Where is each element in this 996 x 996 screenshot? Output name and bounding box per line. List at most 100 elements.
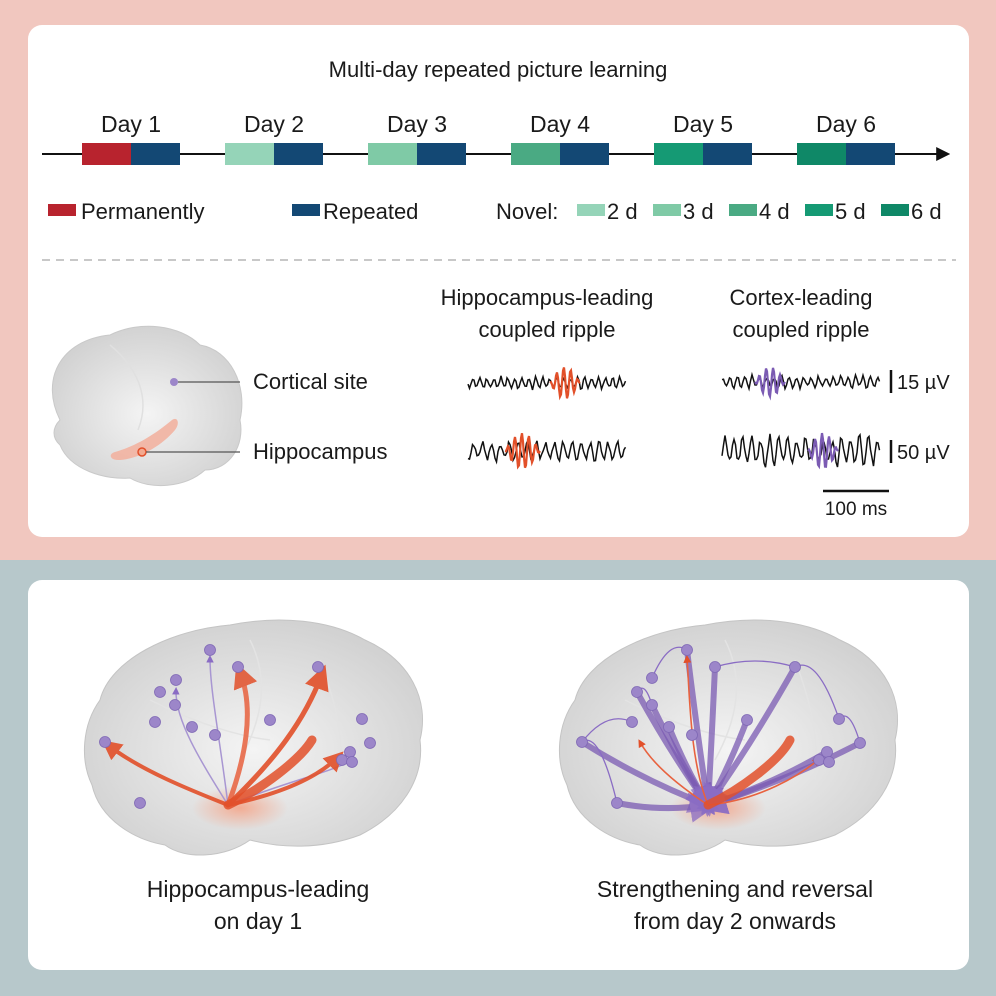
right-node-9 [686,729,698,741]
left-node-11 [356,713,368,725]
right-node-4 [789,661,801,673]
left-orange-arrow-1 [101,740,230,807]
right-node-16 [854,737,866,749]
day-1-first-block [82,143,131,165]
ripple-burst-cortex-cortical [754,367,786,401]
legend-swatch-permanently [48,204,76,216]
right-node-17 [611,797,623,809]
novel-label-5: 5 d [835,199,866,224]
hippocampus-site-dot [137,447,147,457]
right-node-12 [576,736,588,748]
day-label-1: Day 1 [101,111,161,137]
small-brain [51,325,243,487]
day-2-repeated-block [274,143,323,165]
novel-swatch-4 [729,204,757,216]
legend-label-permanently: Permanently [81,199,205,224]
right-node-6 [646,699,658,711]
novel-swatch-2 [577,204,605,216]
right-node-7 [626,716,638,728]
day-label-3: Day 3 [387,111,447,137]
waveform-cortex-leading-cortical [721,371,881,392]
right-node-11 [833,713,845,725]
right-caption-line2: from day 2 onwards [634,908,836,934]
ripple-burst-hippo-cortical [549,367,581,401]
right-node-2 [646,672,658,684]
left-caption-line1: Hippocampus-leading [147,876,369,902]
day-blocks: Day 1 Day 2 Day 3 Day 4 Day 5 Day 6 [82,111,895,165]
hippo-leading-header-line2: coupled ripple [479,317,616,342]
day-4-first-block [511,143,560,165]
day-6-first-block [797,143,846,165]
hippocampus-label: Hippocampus [253,439,388,464]
left-orange-arrow-2 [225,662,258,808]
novel-swatch-3 [653,204,681,216]
day-3-first-block [368,143,417,165]
novel-swatch-5 [805,204,833,216]
left-node-7 [149,716,161,728]
cortex-leading-header-line2: coupled ripple [733,317,870,342]
novel-label-4: 4 d [759,199,790,224]
day-label-4: Day 4 [530,111,590,137]
day-label-2: Day 2 [244,111,304,137]
left-node-15 [346,756,358,768]
left-node-14 [336,754,348,766]
novel-label-2: 2 d [607,199,638,224]
right-orange-arrow-3 [707,757,821,806]
legend-label-novel: Novel: [496,199,558,224]
right-purple-flow-11 [614,792,720,823]
right-node-8 [663,721,675,733]
left-node-8 [186,721,198,733]
left-node-12 [99,736,111,748]
left-orange-arrow-3 [225,664,329,808]
ripple-burst-cortex-hippocampus [807,432,839,470]
time-scale-label: 100 ms [825,499,887,520]
novel-label-3: 3 d [683,199,714,224]
waveform-hippo-leading-hippocampus [467,438,627,465]
right-brain [558,619,899,856]
day-4-repeated-block [560,143,609,165]
legend-swatch-repeated [292,204,320,216]
right-orange-arrow-2 [638,739,709,806]
day-3-repeated-block [417,143,466,165]
left-caption-line2: on day 1 [214,908,302,934]
left-purple-arrow-2 [206,655,229,806]
right-node-10 [741,714,753,726]
left-node-17 [134,797,146,809]
right-orange-tract [703,735,795,810]
right-node-1 [681,644,693,656]
small-brain-outline [51,325,243,487]
legend-label-repeated: Repeated [323,199,418,224]
left-node-5 [154,686,166,698]
right-node-14 [813,754,825,766]
amplitude-scale-bottom: 50 µV [897,442,950,464]
left-node-1 [204,644,216,656]
cortical-site-label: Cortical site [253,369,368,394]
right-arrows [579,645,863,823]
left-node-2 [170,674,182,686]
day-5-repeated-block [703,143,752,165]
day-6-repeated-block [846,143,895,165]
left-node-10 [264,714,276,726]
day-label-5: Day 5 [673,111,733,137]
right-node-15 [823,756,835,768]
novel-swatch-6 [881,204,909,216]
left-nodes [99,644,376,809]
legend: Permanently Repeated Novel: 2 d 3 d 4 d 5 d… [48,199,942,224]
small-brain-sulcus [109,344,144,431]
waveform-hippo-leading-cortical [467,373,627,392]
day-label-6: Day 6 [816,111,876,137]
right-cortical-arrow-2 [714,660,798,669]
hippo-leading-header-line1: Hippocampus-leading [441,285,654,310]
left-node-16 [364,737,376,749]
ripple-burst-hippo-hippocampus [504,432,541,470]
right-node-5 [631,686,643,698]
cortex-leading-header-line1: Cortex-leading [729,285,872,310]
day-2-first-block [225,143,274,165]
right-caption-line1: Strengthening and reversal [597,876,873,902]
left-orange-tract [223,735,317,810]
day-1-repeated-block [131,143,180,165]
left-node-3 [232,661,244,673]
panel-title: Multi-day repeated picture learning [329,57,668,82]
